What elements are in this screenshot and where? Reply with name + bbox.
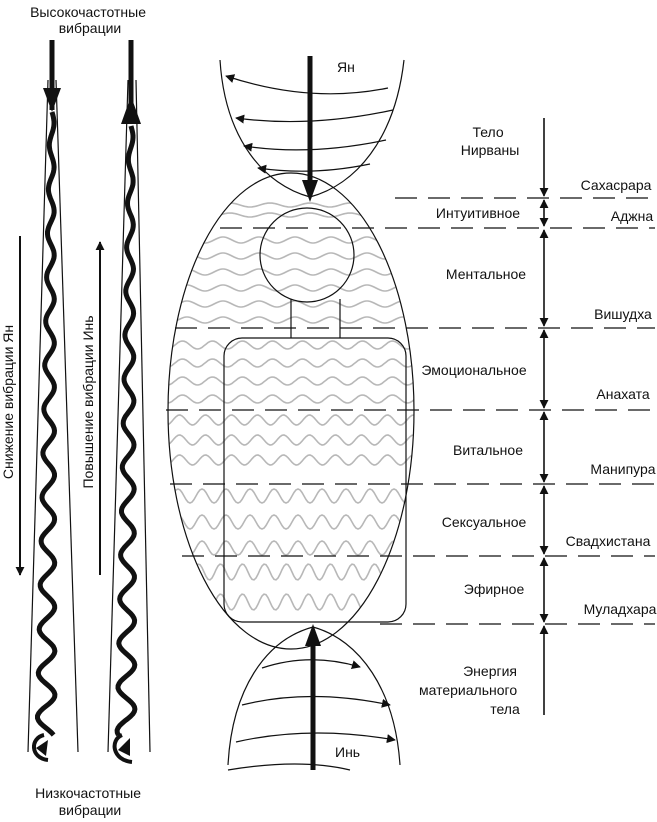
vibration-wave	[168, 540, 414, 556]
body-label-material: Энергия материального тела	[419, 663, 521, 717]
vibration-wave	[168, 454, 414, 466]
yin-increase-label: Повышение вибрации Инь	[80, 315, 96, 488]
vibration-wave	[168, 212, 414, 218]
high-frequency-label: Высокочастотные вибрации	[30, 4, 150, 36]
vibration-wave	[168, 340, 414, 350]
yin-central-arrowhead	[305, 624, 321, 646]
vibration-wave	[168, 376, 414, 386]
yin-cone-left-edge	[107, 79, 129, 753]
yang-spiral	[35, 111, 58, 737]
vibration-waves	[168, 202, 414, 611]
body-label-vital: Витальное	[453, 442, 523, 458]
yang-central-arrowhead	[302, 180, 318, 202]
chakra-label-ajna: Аджна	[611, 208, 654, 224]
chakra-label-muladhara: Муладхара	[584, 601, 657, 617]
yang-down-arrowhead	[43, 88, 61, 112]
yin-spiral	[114, 125, 138, 737]
body-label-emotional: Эмоциональное	[421, 362, 526, 378]
chakra-label-svadhisthana: Свадхистана	[566, 533, 651, 549]
left-vibration-panel: Высокочастотные вибрации Низкочастотные …	[0, 4, 151, 818]
yin-spiral-tail	[112, 733, 133, 764]
yang-cone-left-edge	[27, 79, 49, 753]
vibration-wave	[168, 514, 414, 530]
head-circle	[259, 207, 355, 303]
vibration-wave	[168, 488, 414, 504]
body-label-intuitive: Интуитивное	[436, 205, 520, 221]
vibration-wave	[168, 268, 414, 276]
yang-label: Ян	[337, 59, 355, 75]
body-label-etheric: Эфирное	[464, 581, 525, 597]
vibration-wave	[168, 300, 414, 308]
vibration-wave	[168, 252, 414, 260]
chakra-label-manipura: Манипура	[590, 461, 655, 477]
body-labels: Тело Нирваны Интуитивное Ментальное Эмоц…	[419, 124, 527, 717]
vibration-wave	[168, 236, 414, 244]
yin-tail-arrow	[118, 738, 130, 756]
vibration-wave	[168, 434, 414, 446]
aura-ellipse	[167, 172, 415, 650]
energy-body-figure: Ян Инь	[167, 56, 415, 771]
low-frequency-label: Низкочастотные вибрации	[35, 785, 145, 818]
chakra-labels: Сахасрара Аджна Вишудха Анахата Манипура…	[566, 177, 657, 617]
vibration-wave	[168, 563, 414, 581]
vibration-wave	[168, 284, 414, 292]
yang-tail-arrow	[36, 740, 48, 756]
yang-spiral-tail	[32, 733, 49, 762]
level-dividers	[166, 197, 655, 625]
yin-up-arrowhead	[121, 96, 141, 124]
chakra-label-vishuddha: Вишудха	[594, 306, 652, 322]
yang-cone-right-edge	[55, 79, 79, 753]
vibration-wave	[168, 414, 414, 426]
vibration-wave	[168, 202, 414, 208]
chakra-label-sahasrara: Сахасрара	[581, 177, 652, 193]
body-label-sexual: Сексуальное	[442, 514, 527, 530]
body-label-mental: Ментальное	[446, 266, 526, 282]
vibration-wave	[168, 316, 414, 324]
torso-rectangle	[223, 337, 407, 623]
yin-cone-right-edge	[135, 79, 151, 753]
chakra-label-anahata: Анахата	[596, 386, 649, 402]
vibration-wave	[168, 394, 414, 404]
body-label-nirvana: Тело Нирваны	[461, 124, 520, 158]
vibration-wave	[168, 358, 414, 368]
vibration-wave	[168, 593, 414, 611]
yin-label: Инь	[335, 744, 360, 760]
yang-decrease-label: Снижение вибрации Ян	[0, 325, 16, 479]
